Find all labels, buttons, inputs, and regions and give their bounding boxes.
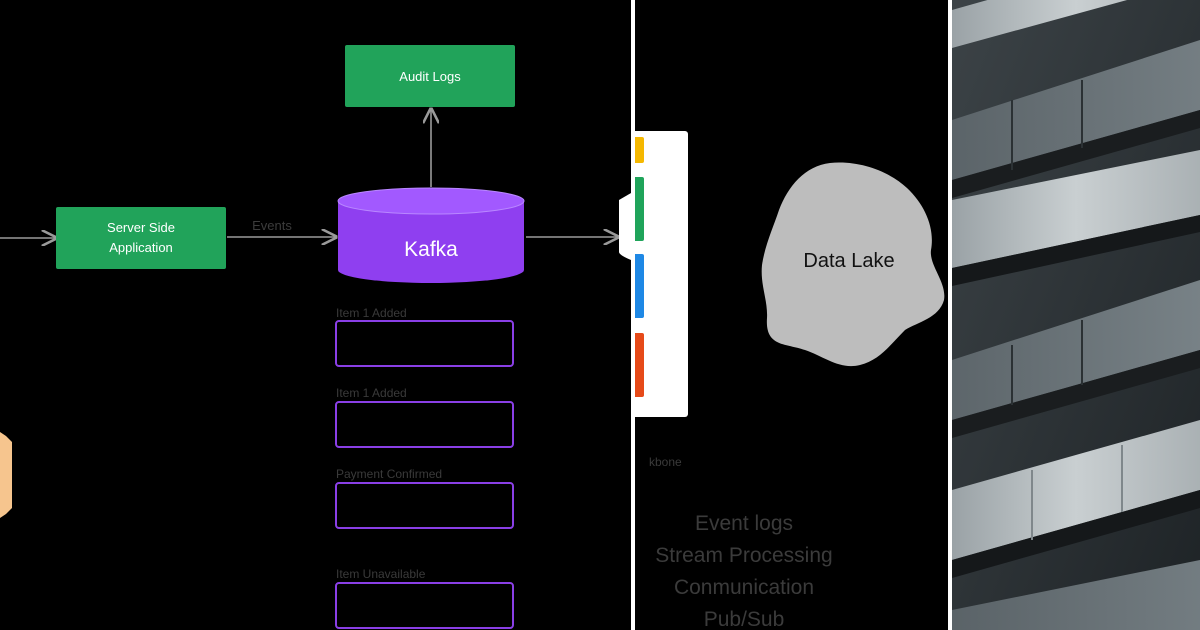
connector-yellow-bar <box>635 137 644 163</box>
server-app-label-line2: Application <box>109 240 173 255</box>
kafka-cylinder-node: Kafka <box>337 187 525 283</box>
topic-message-box <box>335 401 514 448</box>
use-case-item: Pub/Sub <box>704 608 785 630</box>
use-case-item: Conmunication <box>674 576 814 599</box>
data-lake-diagram: Data Lake kbone Event logs Stream Proces… <box>635 131 945 630</box>
topic-message-label: Item Unavailable <box>336 567 426 581</box>
kafka-diagram: Server Side Application Events Audit Log… <box>0 45 631 629</box>
use-case-list: Event logs Stream Processing Conmunicati… <box>655 512 832 630</box>
audit-logs-node: Audit Logs <box>345 45 515 107</box>
topic-message-box <box>335 582 514 629</box>
topic-message-label: Item 1 Added <box>336 386 407 400</box>
server-app-label-line1: Server Side <box>107 220 175 235</box>
backbone-partial-label: kbone <box>649 455 682 469</box>
topic-message-list: Item 1 Added Item 1 Added Payment Confir… <box>335 306 514 629</box>
topic-message-label: Item 1 Added <box>336 306 407 320</box>
panel-separator <box>948 0 952 630</box>
panel-separator <box>631 0 635 630</box>
kafka-label: Kafka <box>404 238 458 261</box>
data-lake-label: Data Lake <box>803 250 894 272</box>
connector-green-bar <box>635 177 644 241</box>
data-lake-panel: Data Lake kbone Event logs Stream Proces… <box>635 0 948 630</box>
connector-blue-bar <box>635 254 644 318</box>
server-side-application-node: Server Side Application <box>56 207 226 269</box>
building-balconies-photo <box>952 0 1200 630</box>
audit-logs-label: Audit Logs <box>399 69 461 84</box>
topic-message-label: Payment Confirmed <box>336 467 442 481</box>
data-lake-node: Data Lake <box>761 162 945 367</box>
partial-cylinder-edge <box>619 193 631 260</box>
use-case-item: Stream Processing <box>655 544 832 567</box>
partial-database-cylinder <box>0 432 12 518</box>
topic-message-box <box>335 482 514 529</box>
use-case-item: Event logs <box>695 512 793 535</box>
topic-message-box <box>335 320 514 367</box>
balcony-bands <box>952 0 1200 630</box>
events-label: Events <box>252 218 292 233</box>
connector-card <box>635 131 688 417</box>
kafka-diagram-panel: Server Side Application Events Audit Log… <box>0 45 631 629</box>
connector-red-bar <box>635 333 644 397</box>
building-photo-panel <box>952 0 1200 630</box>
